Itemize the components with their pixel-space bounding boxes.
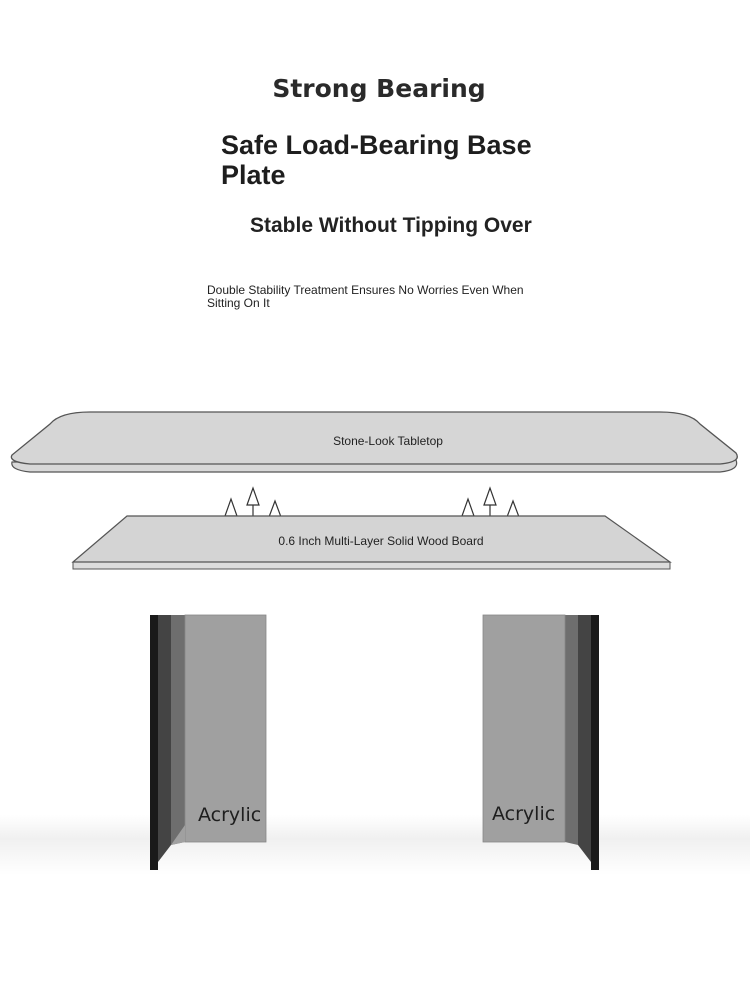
tagline: Stable Without Tipping Over [250, 214, 532, 237]
right-acrylic-leg: Acrylic [482, 614, 599, 870]
right-leg-label: Acrylic [492, 803, 555, 825]
floor-shadow [0, 815, 750, 875]
left-leg-label: Acrylic [198, 804, 261, 826]
wood-board: 0.6 Inch Multi-Layer Solid Wood Board [71, 515, 672, 570]
tabletop-label: Stone-Look Tabletop [333, 434, 443, 448]
description: Double Stability Treatment Ensures No Wo… [207, 283, 524, 310]
tabletop: Stone-Look Tabletop [10, 411, 738, 473]
board-label: 0.6 Inch Multi-Layer Solid Wood Board [278, 534, 483, 548]
subheadline: Safe Load-Bearing Base Plate [221, 130, 532, 190]
headline: Strong Bearing [272, 74, 486, 103]
left-acrylic-leg: Acrylic [150, 614, 267, 870]
